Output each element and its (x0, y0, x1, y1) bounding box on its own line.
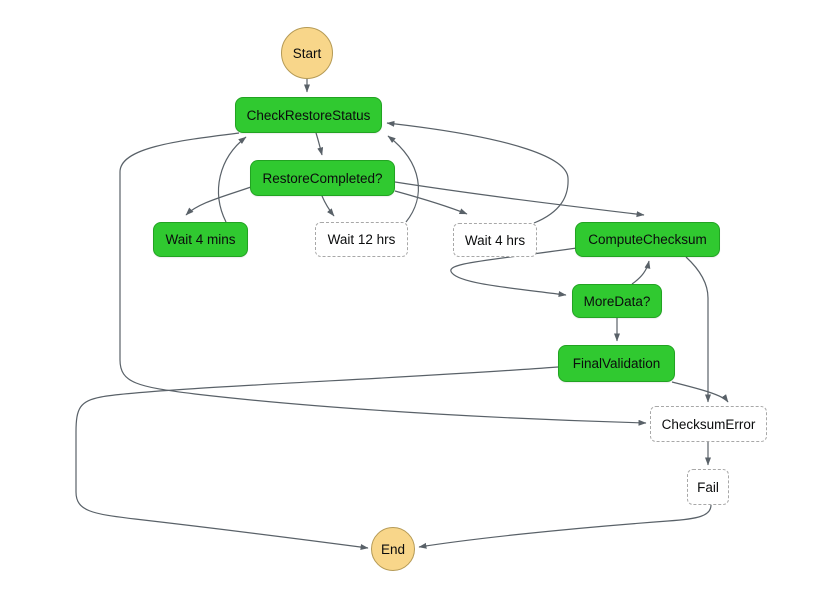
edge-restorecompleted-to-wait4hrs (394, 190, 468, 215)
edge-fail-to-end (418, 504, 712, 549)
node-check-restore-status[interactable]: CheckRestoreStatus (235, 97, 382, 133)
node-end[interactable]: End (371, 527, 415, 571)
node-final-validation[interactable]: FinalValidation (558, 345, 675, 382)
edge-finalvalidation-to-checksumerror (671, 381, 729, 403)
node-wait-4-mins[interactable]: Wait 4 mins (153, 222, 248, 257)
edge-checkrestorestatus-to-checksumerror (119, 132, 647, 426)
edge-computechecksum-to-checksumerror (685, 256, 711, 403)
edge-checkrestorestatus-to-restorecompleted (315, 132, 324, 156)
edge-wait4mins-to-checkrestorestatus (217, 136, 247, 223)
node-compute-checksum[interactable]: ComputeChecksum (575, 222, 720, 257)
edge-wait12hrs-to-checkrestorestatus (387, 135, 419, 223)
edge-moredata-to-computechecksum (631, 260, 651, 285)
edge-wait4hrs-to-checkrestorestatus (386, 120, 569, 224)
edge-restorecompleted-to-wait4mins (185, 186, 252, 216)
node-wait-4-hrs[interactable]: Wait 4 hrs (453, 223, 537, 257)
node-start[interactable]: Start (281, 27, 333, 79)
node-restore-completed[interactable]: RestoreCompleted? (250, 160, 395, 196)
edge-restorecompleted-to-wait12hrs (321, 195, 335, 217)
edge-restorecompleted-to-computechecksum (394, 181, 645, 218)
node-more-data[interactable]: MoreData? (572, 284, 662, 318)
node-wait-12-hrs[interactable]: Wait 12 hrs (315, 222, 408, 257)
node-fail[interactable]: Fail (687, 469, 729, 505)
edge-finalvalidation-to-end (75, 366, 559, 550)
node-checksum-error[interactable]: ChecksumError (650, 406, 767, 442)
